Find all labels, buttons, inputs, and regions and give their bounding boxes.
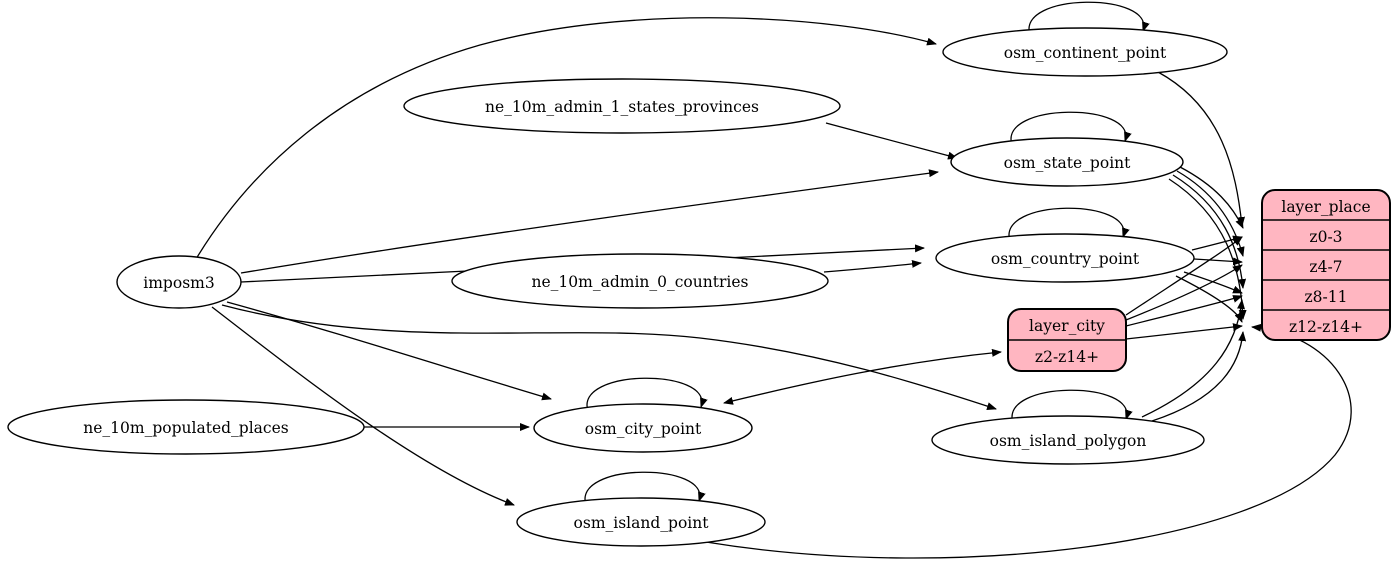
record-layer-place-title: layer_place (1281, 198, 1370, 216)
node-osm-city-point-shape (533, 403, 753, 453)
node-ne-10m-admin-0-countries-label: ne_10m_admin_0_countries (532, 273, 749, 291)
node-osm-island-point: osm_island_point (516, 497, 766, 547)
node-ne-10m-admin-0-countries-shape (451, 253, 829, 309)
edge-ne_10m_admin_0_countries-osm_country_point (823, 259, 922, 273)
node-osm-island-point-shape (516, 497, 766, 547)
edge-osm_island_point-layer_place-z12-z14 (705, 323, 1352, 559)
node-osm-island-polygon: osm_island_polygon (931, 415, 1205, 465)
record-layer-place-row-z4-7: z4-7 (1309, 258, 1342, 276)
edge-ne_10m_admin_1_states_provinces-osm_state_point (825, 122, 958, 160)
record-layer-city: layer_city z2-z14+ (1007, 308, 1127, 372)
record-layer-place-row-z8-11: z8-11 (1305, 288, 1348, 306)
node-osm-city-point-label: osm_city_point (585, 420, 702, 438)
record-layer-place-box (1261, 189, 1391, 341)
edge-imposm3-osm_island_point (211, 306, 515, 506)
node-osm-island-polygon-shape (931, 415, 1205, 465)
edge-osm_state_point-layer_place-z4-7 (1176, 170, 1245, 257)
node-osm-state-point: osm_state_point (950, 137, 1184, 187)
edge-osm_country_point-layer_place-z4-7 (1193, 257, 1243, 266)
node-osm-city-point: osm_city_point (533, 403, 753, 453)
edge-layer_city-layer_place-z12-z14 (1125, 323, 1243, 340)
edge-osm_island_polygon-layer_place-z8-11 (1141, 299, 1245, 418)
node-osm-continent-point: osm_continent_point (942, 27, 1228, 77)
node-imposm3: imposm3 (116, 255, 242, 309)
node-osm-country-point-label: osm_country_point (991, 250, 1140, 268)
node-ne-10m-populated-places: ne_10m_populated_places (7, 399, 365, 455)
record-layer-place-row-z12-z14: z12-z14+ (1289, 318, 1363, 336)
edge-imposm3-osm_island_polygon (221, 304, 997, 410)
node-ne-10m-admin-1-states-provinces-label: ne_10m_admin_1_states_provinces (485, 98, 759, 116)
node-osm-island-polygon-label: osm_island_polygon (990, 432, 1147, 450)
edge-layer_city-layer_place-z4-7 (1125, 264, 1243, 321)
edge-osm_city_point-layer_city-z2-z14-bidirectional (723, 348, 1002, 405)
self-loop-osm_country_point (1008, 207, 1130, 242)
record-layer-place: layer_place z0-3 z4-7 z8-11 z12-z14+ (1261, 189, 1391, 341)
nodes-layer: imposm3 ne_10m_admin_1_states_provinces … (7, 27, 1228, 547)
edge-layer_city-layer_place-z8-11 (1125, 295, 1243, 327)
edge-osm_country_point-layer_place-z12-z14 (1175, 275, 1243, 323)
node-ne-10m-admin-0-countries: ne_10m_admin_0_countries (451, 253, 829, 309)
node-imposm3-shape (116, 255, 242, 309)
edge-imposm3-osm_city_point (226, 301, 552, 401)
self-loop-osm_continent_point (1028, 1, 1150, 36)
node-osm-state-point-shape (950, 137, 1184, 187)
edge-imposm3-osm_continent_point (195, 17, 937, 260)
edge-imposm3-osm_state_point (240, 169, 939, 274)
self-loop-osm_island_polygon (1011, 389, 1133, 424)
self-loop-osm_city_point (586, 377, 708, 412)
self-loop-osm_state_point (1010, 111, 1132, 146)
edge-osm_continent_point-layer_place-z0-3 (1157, 71, 1246, 227)
node-osm-country-point: osm_country_point (935, 233, 1195, 283)
node-ne-10m-populated-places-label: ne_10m_populated_places (83, 419, 288, 437)
node-ne-10m-admin-1-states-provinces-shape (403, 78, 841, 134)
node-osm-state-point-label: osm_state_point (1004, 154, 1132, 172)
node-osm-continent-point-label: osm_continent_point (1004, 44, 1167, 62)
edge-osm_state_point-layer_place-z8-11 (1172, 174, 1247, 289)
record-layer-city-title: layer_city (1029, 317, 1105, 335)
self-loop-osm_island_point (584, 471, 706, 506)
edge-layer_city-layer_place-z0-3 (1125, 236, 1243, 316)
edge-osm_country_point-layer_place-z8-11 (1183, 271, 1243, 294)
record-layer-place-row-z0-3: z0-3 (1309, 228, 1342, 246)
node-ne-10m-populated-places-shape (7, 399, 365, 455)
node-osm-country-point-shape (935, 233, 1195, 283)
node-osm-island-point-label: osm_island_point (574, 514, 710, 532)
record-layer-city-row-z2-z14: z2-z14+ (1035, 348, 1099, 366)
node-imposm3-label: imposm3 (143, 274, 214, 292)
edge-osm_state_point-layer_place-z0-3 (1179, 166, 1244, 229)
edge-osm_island_polygon-layer_place-z12-z14 (1151, 331, 1247, 422)
node-osm-continent-point-shape (942, 27, 1228, 77)
edges-layer (195, 1, 1352, 559)
node-ne-10m-admin-1-states-provinces: ne_10m_admin_1_states_provinces (403, 78, 841, 134)
